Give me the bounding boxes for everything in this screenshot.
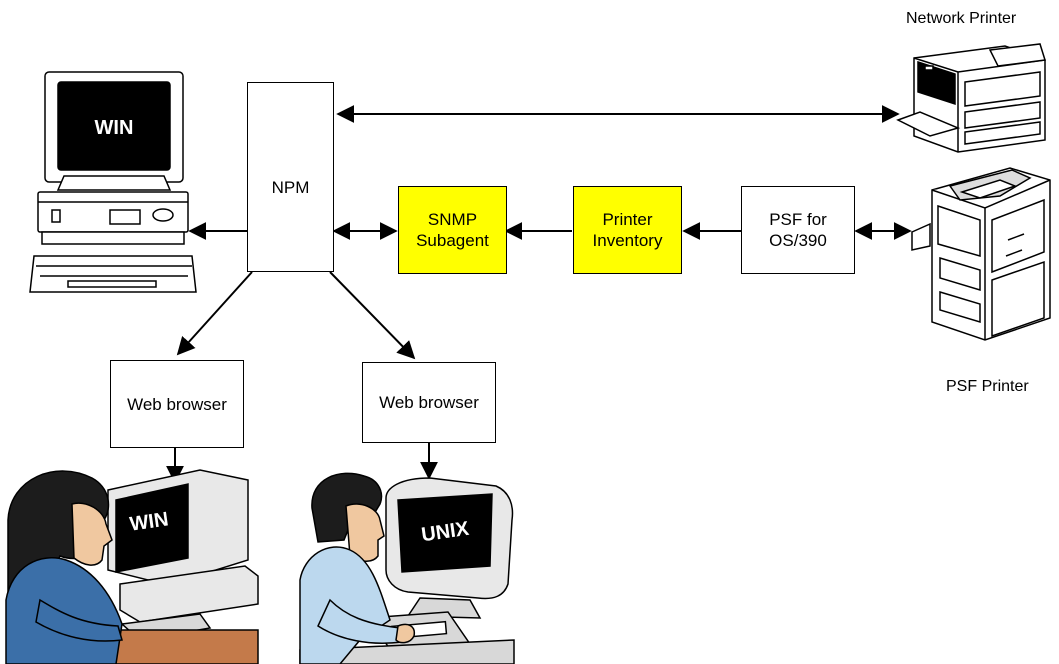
- web-browser-left-label: Web browser: [127, 394, 227, 414]
- desktop-computer-icon: [29, 71, 197, 293]
- printer-inventory-box: Printer Inventory: [573, 186, 682, 274]
- psf-label: PSF for OS/390: [769, 210, 827, 250]
- web-browser-left-box: Web browser: [110, 360, 244, 448]
- desktop-screen-label: WIN: [95, 117, 134, 139]
- printer-inventory-label: Printer Inventory: [592, 210, 663, 250]
- web-browser-right-box: Web browser: [362, 362, 496, 443]
- win-workstation-screen-label: WIN: [128, 508, 170, 535]
- web-browser-right-label: Web browser: [379, 393, 479, 412]
- snmp-subagent-box: SNMP Subagent: [398, 186, 507, 274]
- win-workstation-icon: [5, 469, 259, 664]
- npm-box: NPM: [247, 82, 334, 272]
- arrow-npm-browser-right: [329, 271, 416, 360]
- snmp-subagent-label: SNMP Subagent: [416, 210, 489, 250]
- arrow-npm-browser-left: [176, 271, 253, 356]
- psf-box: PSF for OS/390: [741, 186, 855, 274]
- unix-workstation-icon: [299, 472, 515, 664]
- network-printer-label: Network Printer: [906, 10, 1017, 27]
- npm-label: NPM: [271, 178, 310, 197]
- psf-printer-label: PSF Printer: [946, 378, 1029, 395]
- network-printer-icon: [896, 43, 1046, 153]
- psf-printer-icon: [911, 167, 1051, 341]
